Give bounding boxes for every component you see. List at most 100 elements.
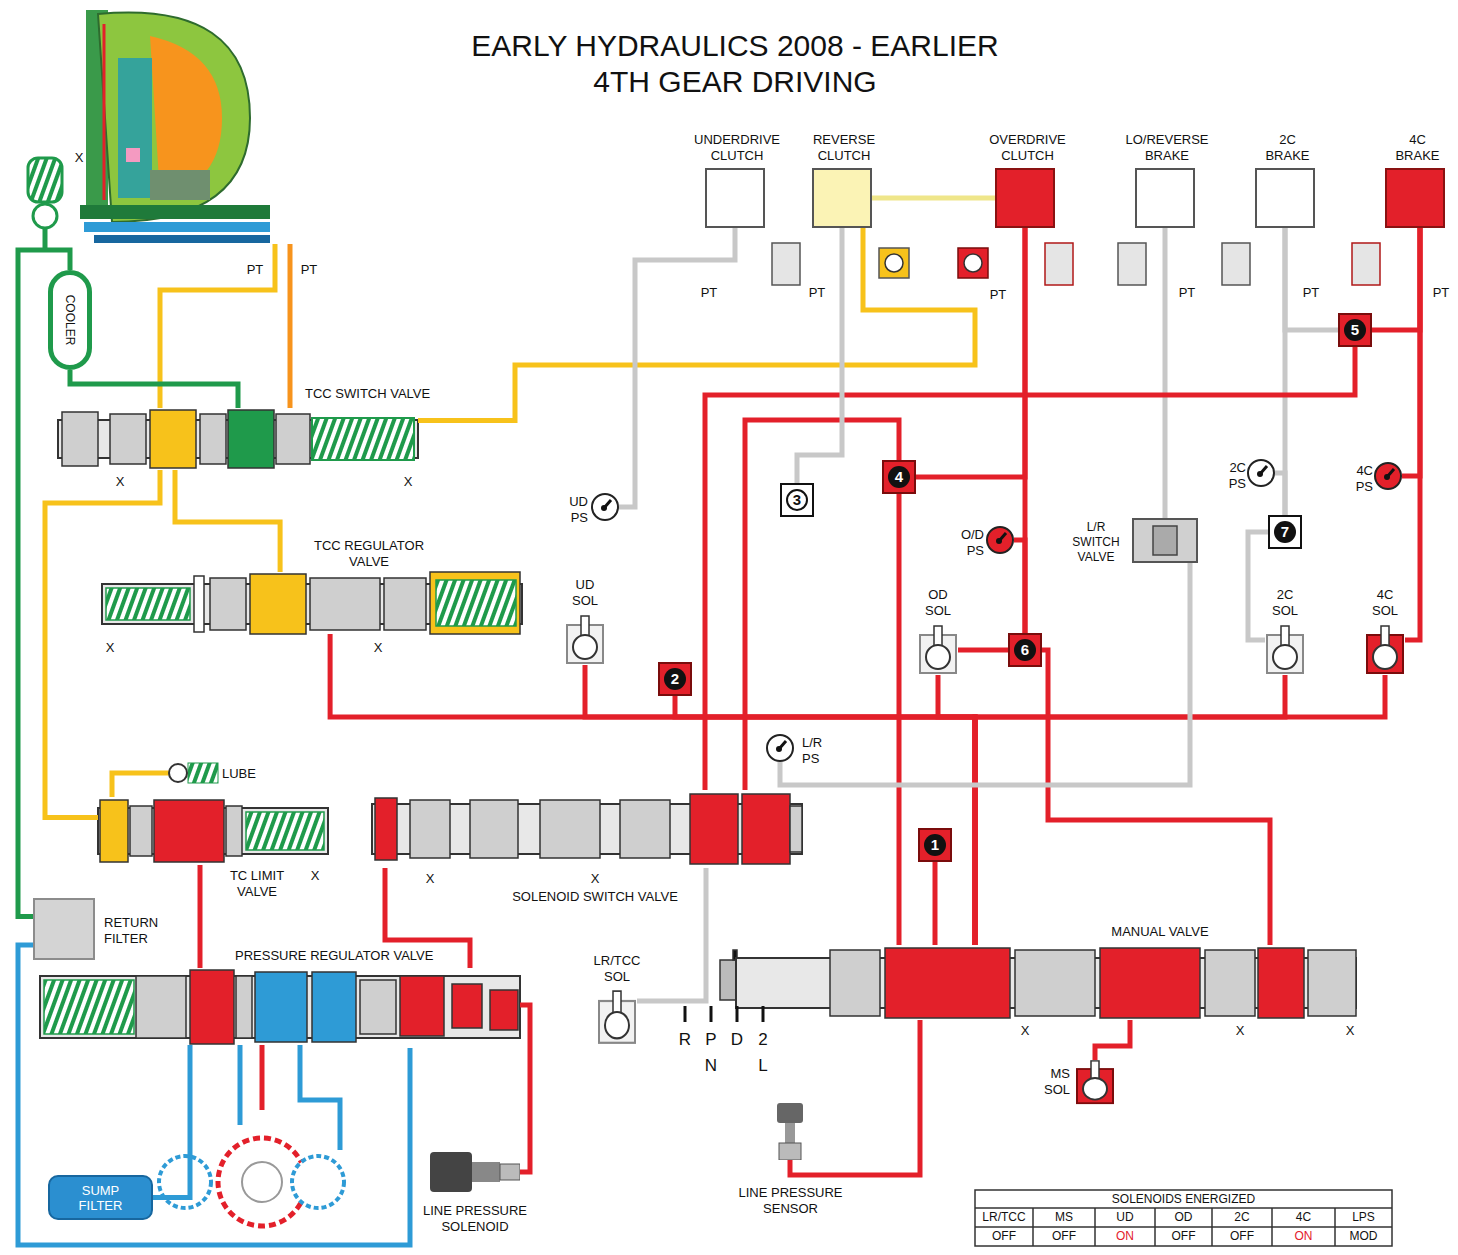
part-label: L/R PS <box>802 735 836 767</box>
solenoid-switch-valve-spool <box>410 800 450 858</box>
tcc-regulator-valve-spool <box>310 578 380 630</box>
torque-converter <box>118 58 152 198</box>
manual-valve-spool <box>1258 948 1304 1018</box>
pressure-regulator-valve-spool <box>40 970 520 1044</box>
sump-filter: SUMP FILTER <box>48 1175 153 1220</box>
solenoid-switch-valve-spool <box>372 794 802 864</box>
text-holder: COOLER <box>53 275 87 365</box>
pressure-solenoid: LINE PRESSURE SOLENOID <box>430 1148 520 1196</box>
hydraulic-line <box>1095 1020 1130 1060</box>
selector-label: P <box>703 1030 719 1050</box>
pump-and-sump-lines <box>260 1045 265 1110</box>
clutch-box: REVERSE CLUTCH <box>812 168 872 228</box>
spool-valve: PRESSURE REGULATOR VALVE <box>40 968 520 1045</box>
part-label: UD SOL <box>565 577 605 609</box>
part-label: PRESSURE REGULATOR VALVE <box>235 948 460 964</box>
exhaust-label: X <box>1233 1023 1247 1039</box>
selector-label: 2 <box>755 1030 771 1050</box>
part-label: LR/TCC SOL <box>592 953 642 985</box>
lube-check-valve <box>188 763 218 783</box>
hydraulic-line <box>637 868 706 1001</box>
clutch-check-valves <box>958 248 988 278</box>
hydraulic-line <box>958 648 1008 653</box>
pressure-sensor-symbol <box>775 1103 805 1160</box>
solenoid: LR/TCC SOL <box>597 990 637 1045</box>
table-cell: LPS <box>1335 1210 1392 1224</box>
tcc-regulator-valve-spool <box>436 580 516 626</box>
solenoid-switch-valve-spool <box>470 800 518 858</box>
lube-check-valve <box>169 764 187 782</box>
line-pressure-solenoid-symbol <box>430 1148 520 1196</box>
solenoid-switch-valve-spool <box>790 806 802 852</box>
text-holder: 2 <box>660 664 690 694</box>
cooler: COOLER <box>48 270 92 370</box>
pressure-regulator-valve-spool <box>236 976 252 1038</box>
part-label: OD SOL <box>918 587 958 619</box>
part-label: UNDERDRIVE CLUTCH <box>691 132 783 164</box>
pressure-switch-symbol <box>988 528 1012 552</box>
pressure-switch: 2C PS <box>1247 459 1275 487</box>
selector-label: R <box>677 1030 693 1050</box>
solenoid: OD SOL <box>918 625 958 675</box>
clutch-check-valves <box>772 243 800 285</box>
hydraulic-line <box>1163 228 1168 518</box>
oil-pump-gears <box>292 1156 344 1208</box>
torque-converter <box>103 24 106 200</box>
converter-feed-lines <box>288 244 293 408</box>
pressure-switch: UD PS <box>591 493 619 521</box>
spool-valve: SOLENOID SWITCH VALVE <box>372 790 802 868</box>
part-label: OVERDRIVE CLUTCH <box>980 132 1075 164</box>
part-label: RETURN FILTER <box>104 915 176 947</box>
torque-converter <box>94 235 270 243</box>
symbol-part <box>1273 645 1297 669</box>
symbol-part <box>1153 526 1177 555</box>
selector-label: D <box>729 1030 745 1050</box>
solenoid-symbol <box>918 625 958 675</box>
pressure-regulator-valve-spool <box>452 984 482 1028</box>
tcc-switch-valve-spool <box>58 410 418 468</box>
hydraulic-line <box>675 696 975 945</box>
selector-ticks <box>710 1006 713 1022</box>
symbol-part <box>601 505 607 511</box>
tcc-switch-valve-spool <box>228 410 274 468</box>
tc-limit-valve-spool <box>154 800 224 862</box>
check-ball: 7 <box>1268 515 1302 549</box>
pressure-regulator-valve-spool <box>190 970 234 1044</box>
torque-converter <box>98 13 250 222</box>
cooler-check-valve <box>33 204 57 228</box>
pressure-regulator-valve-spool <box>255 972 307 1042</box>
hydraulic-line <box>780 563 1190 785</box>
symbol-part <box>926 645 950 669</box>
tc-limit-valve-spool <box>226 806 242 856</box>
solenoid: 4C SOL <box>1365 625 1405 675</box>
hydraulic-line <box>70 370 238 408</box>
tcc-switch-valve-spool <box>276 414 310 464</box>
solenoid-table-grid <box>1094 1208 1096 1246</box>
tc-limit-valve-spool <box>246 812 324 850</box>
solenoid-table-grid <box>1032 1208 1034 1246</box>
pump-and-sump-lines <box>238 1045 243 1125</box>
text-holder: SUMP FILTER <box>50 1177 151 1218</box>
return-filter: RETURN FILTER <box>33 898 95 960</box>
solenoid-table-grid <box>975 1226 1392 1228</box>
solenoid-symbol <box>1265 625 1305 675</box>
pump-and-sump-lines <box>18 945 410 1245</box>
part-label: 4C PS <box>1343 463 1373 495</box>
tc-limit-valve-spool <box>100 800 128 862</box>
solenoid: MS SOL <box>1075 1060 1115 1105</box>
solenoid-table-grid <box>1271 1208 1273 1246</box>
cooler-check-valve <box>28 158 62 202</box>
check-ball: 4 <box>882 460 916 494</box>
manual-valve-spool <box>830 950 880 1016</box>
port-tap-label: PT <box>1430 285 1452 301</box>
pump-and-sump-lines <box>18 945 410 1245</box>
hydraulic-line <box>1014 540 1025 633</box>
callout-number: 5 <box>1344 319 1366 341</box>
table-cell: OD <box>1155 1210 1212 1224</box>
solenoid: 2C SOL <box>1265 625 1305 675</box>
selector-ticks <box>762 1006 765 1022</box>
tcc-switch-valve-spool <box>200 414 226 464</box>
hydraulic-line <box>418 228 975 420</box>
part-label: LINE PRESSURE SENSOR <box>733 1185 848 1217</box>
port-tap-label: PT <box>1176 285 1198 301</box>
